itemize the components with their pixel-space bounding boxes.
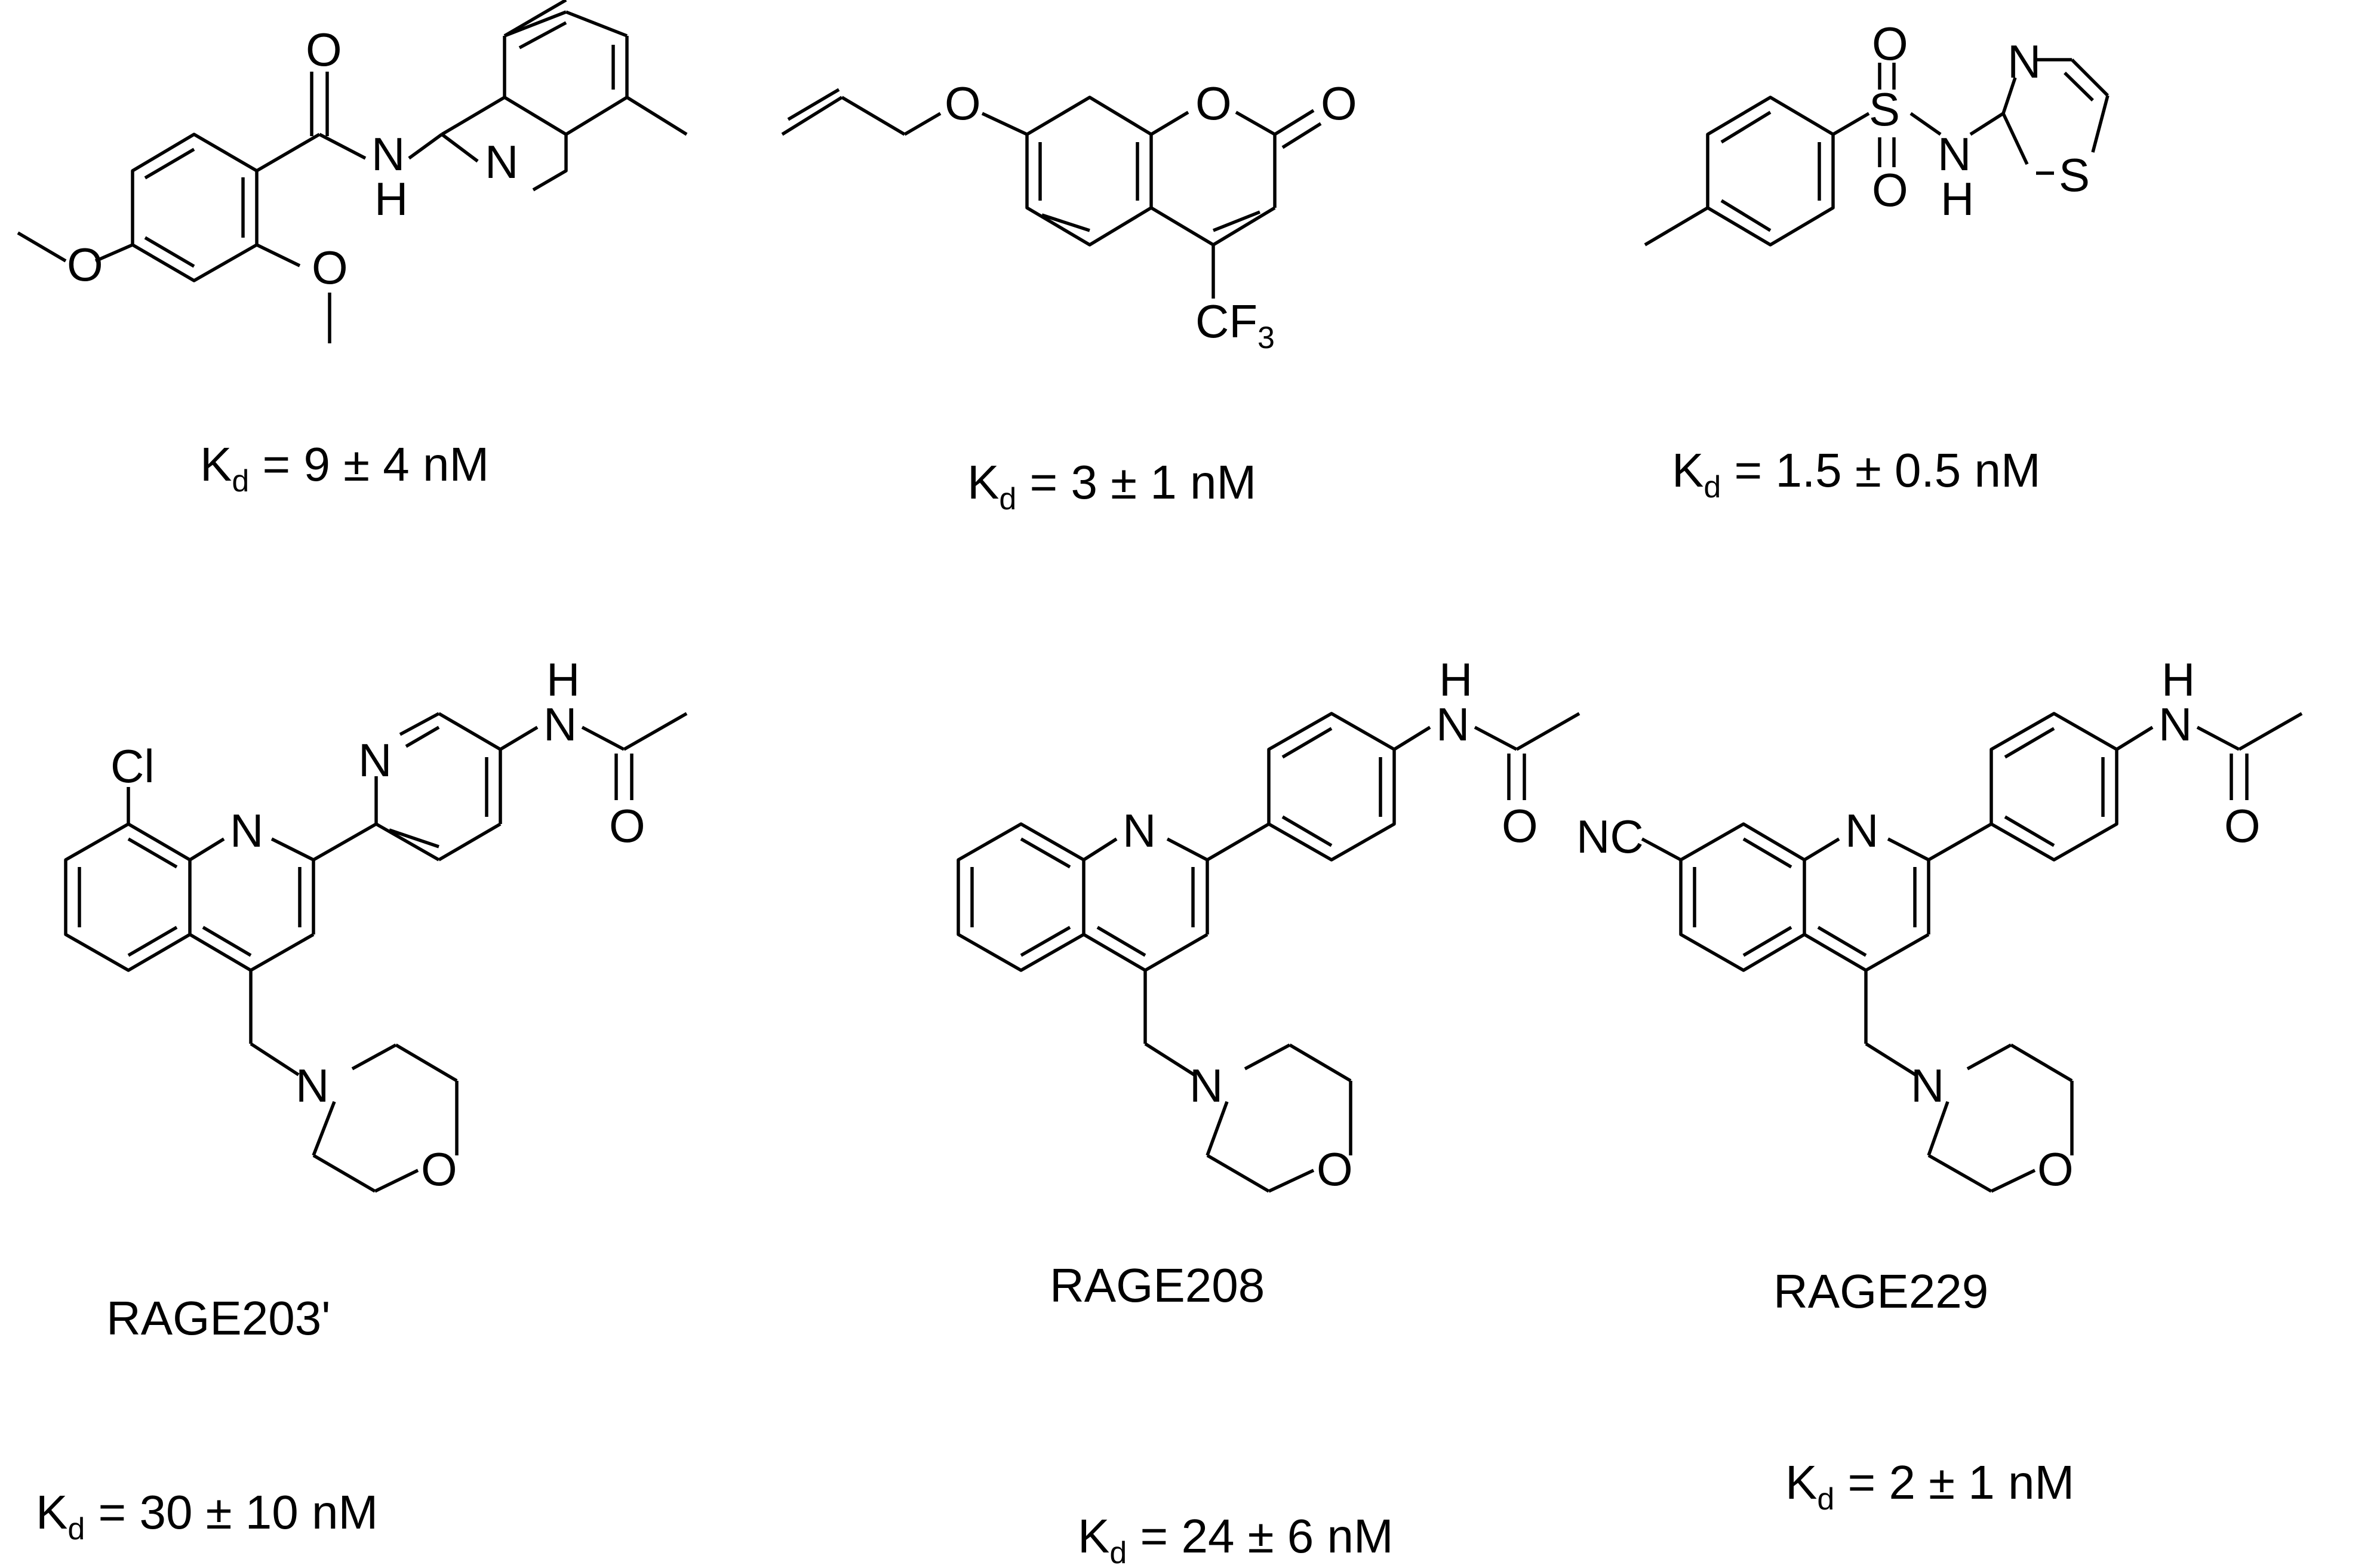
sulfonyl-oxygen-bottom: O bbox=[1872, 164, 1908, 216]
morpholine-nitrogen: N bbox=[1911, 1059, 1944, 1112]
rage229-structure: NC N N H O N O bbox=[1576, 653, 2303, 1195]
amide-nitrogen: N bbox=[543, 698, 577, 751]
thiazole-nitrogen: N bbox=[2007, 35, 2041, 88]
rage203-name: RAGE203' bbox=[106, 1292, 330, 1345]
morpholine-oxygen: O bbox=[1317, 1143, 1353, 1195]
morpholine-oxygen: O bbox=[2037, 1143, 2074, 1195]
rage208-kd: Kd = 24 ± 6 nM bbox=[1078, 1509, 1394, 1568]
quinoline-nitrogen: N bbox=[230, 804, 263, 857]
rage208-structure: N N H O N O bbox=[957, 653, 1580, 1195]
compound-3-structure: S O O N H N S bbox=[1644, 17, 2110, 247]
sulfonyl-sulfur: S bbox=[1869, 83, 1900, 136]
rage208-name: RAGE208 bbox=[1050, 1259, 1265, 1312]
chlorine-atom: Cl bbox=[110, 740, 155, 792]
amide-nitrogen: N bbox=[2158, 698, 2192, 751]
ring-oxygen: O bbox=[1195, 77, 1232, 130]
lactone-carbonyl-oxygen: O bbox=[1321, 77, 1357, 130]
amide-oxygen: O bbox=[2224, 800, 2261, 852]
rage203-kd: Kd = 30 ± 10 nM bbox=[36, 1486, 378, 1547]
amide-hydrogen: H bbox=[1439, 653, 1472, 706]
thiazole-sulfur: S bbox=[2059, 149, 2090, 201]
rage229-name: RAGE229 bbox=[1773, 1265, 1988, 1318]
morpholine-nitrogen: N bbox=[1189, 1059, 1223, 1112]
pyridine-nitrogen: N bbox=[358, 734, 392, 786]
compound-1-structure: O N H N O O bbox=[17, 0, 688, 343]
amide-oxygen: O bbox=[1502, 800, 1538, 852]
pyridine-nitrogen: N bbox=[485, 136, 518, 188]
rage229-kd: Kd = 2 ± 1 nM bbox=[1785, 1456, 2074, 1517]
amide-oxygen: O bbox=[609, 800, 645, 852]
quinoline-nitrogen: N bbox=[1123, 804, 1156, 857]
morpholine-nitrogen: N bbox=[296, 1059, 329, 1112]
nitrile-group: NC bbox=[1576, 810, 1644, 863]
compound-2-structure: O O O CF3 bbox=[781, 77, 1357, 355]
compound-2-kd: Kd = 3 ± 1 nM bbox=[967, 456, 1256, 516]
ether-oxygen: O bbox=[945, 77, 981, 130]
amide-hydrogen: H bbox=[374, 173, 408, 225]
compound-1-kd: Kd = 9 ± 4 nM bbox=[200, 438, 489, 499]
amide-nitrogen: N bbox=[371, 128, 405, 180]
quinoline-nitrogen: N bbox=[1845, 804, 1878, 857]
amide-nitrogen: N bbox=[1436, 698, 1469, 751]
sulfonyl-oxygen-top: O bbox=[1872, 17, 1908, 70]
compound-3-kd: Kd = 1.5 ± 0.5 nM bbox=[1672, 444, 2041, 505]
morpholine-oxygen: O bbox=[421, 1143, 457, 1195]
amide-hydrogen: H bbox=[2161, 653, 2195, 706]
carbonyl-oxygen: O bbox=[306, 23, 342, 76]
sulfonamide-nitrogen: N bbox=[1938, 128, 1971, 180]
methoxy-oxygen-4: O bbox=[67, 238, 103, 291]
rage203-structure: Cl N N N H O N O bbox=[64, 653, 688, 1195]
trifluoromethyl-group: CF3 bbox=[1195, 295, 1275, 355]
sulfonamide-hydrogen: H bbox=[1941, 173, 1974, 225]
amide-hydrogen: H bbox=[546, 653, 580, 706]
methoxy-oxygen-2: O bbox=[312, 241, 348, 294]
